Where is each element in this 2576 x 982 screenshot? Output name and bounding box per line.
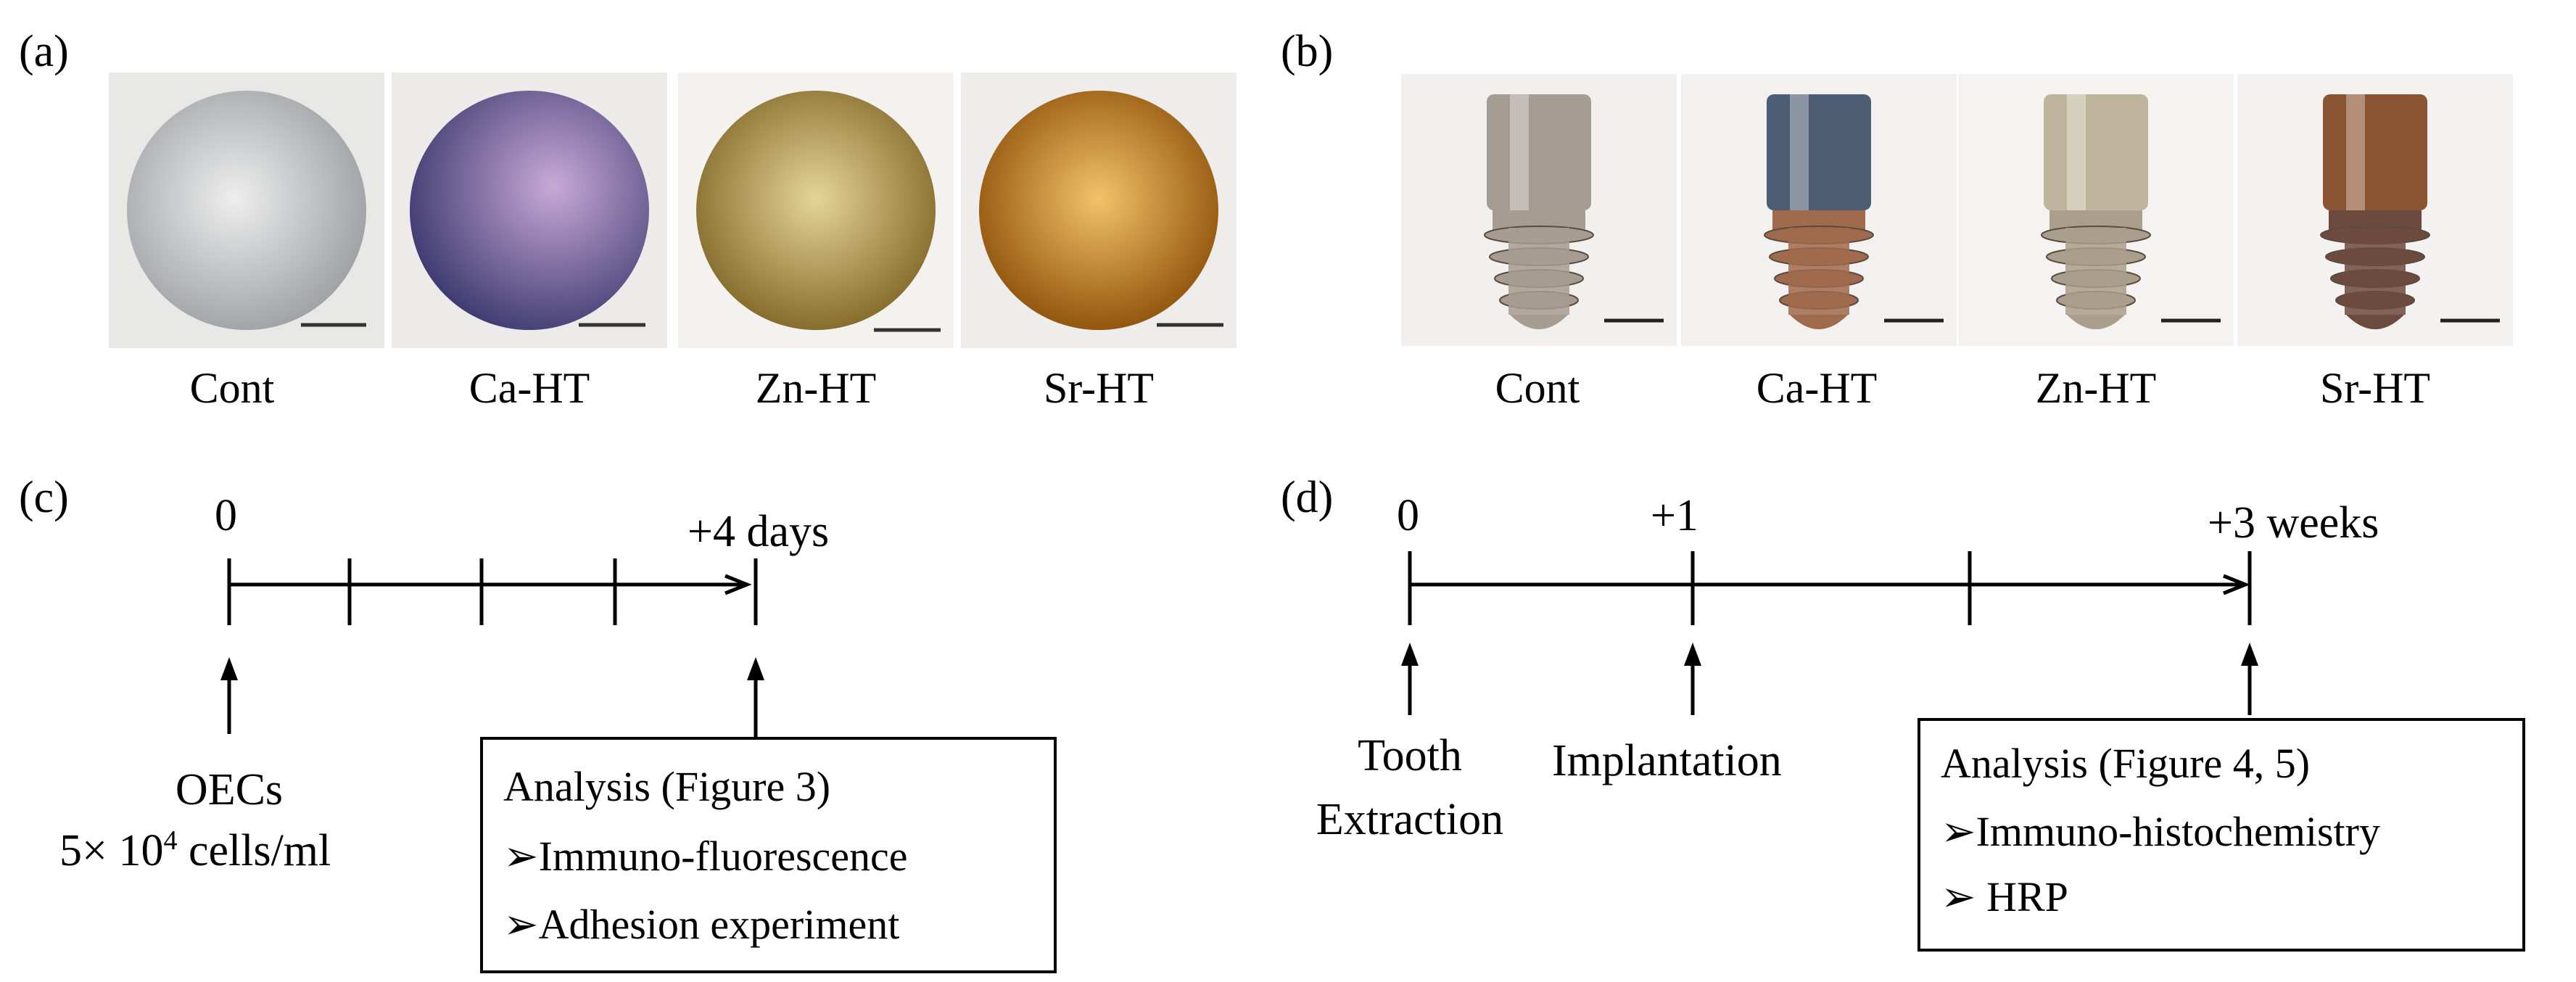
- timeline-c-end-label: +4 days: [688, 507, 830, 556]
- analysis-d-item-1: ➢Immuno-histochemistry: [1941, 808, 2380, 855]
- analysis-c-item-1: ➢Immuno-fluorescence: [503, 833, 908, 880]
- caption-a-zn: Zn-HT: [755, 364, 877, 412]
- timeline-d-end-label: +3 weeks: [2208, 498, 2379, 548]
- implant-core: [2345, 228, 2406, 315]
- caption-a-ca: Ca-HT: [468, 364, 590, 412]
- implant-head-highlight: [2346, 94, 2365, 210]
- timeline-d: [1401, 551, 2258, 715]
- implant-tip: [1790, 315, 1848, 329]
- tooth-extraction-line1: Tooth: [1358, 731, 1462, 780]
- caption-a-cont: Cont: [189, 364, 275, 412]
- implant-head: [1487, 94, 1591, 210]
- timeline-c-start-label: 0: [215, 491, 237, 540]
- implant-head-highlight: [2067, 94, 2086, 210]
- implant-core: [2065, 228, 2126, 315]
- panel-a-label: (a): [19, 27, 69, 76]
- analysis-d-title: Analysis (Figure 4, 5): [1941, 740, 2311, 787]
- implant-core: [1788, 228, 1849, 315]
- tooth-extraction-label: Tooth Extraction: [1265, 724, 1555, 851]
- analysis-box-c: Analysis (Figure 3) ➢Immuno-fluorescence…: [480, 737, 1057, 973]
- disc-sr-image: [979, 91, 1223, 330]
- implant-head: [2044, 94, 2148, 210]
- implant-cont-image: [1484, 94, 1664, 329]
- timeline-c-axis-arrowhead: [724, 574, 752, 595]
- implant-photo-ca: [1681, 74, 1957, 346]
- caption-b-ca: Ca-HT: [1756, 364, 1878, 412]
- implant-head-highlight: [1510, 94, 1529, 210]
- panel-c-label: (c): [19, 473, 69, 522]
- tooth-extraction-line2: Extraction: [1316, 795, 1504, 845]
- implant-core: [1508, 228, 1569, 315]
- oecs-concentration: 5× 104 cells/ml: [59, 825, 331, 875]
- implant-head: [2323, 94, 2427, 210]
- panel-d-label: (d): [1281, 473, 1334, 522]
- disc-photo-sr: [961, 73, 1237, 348]
- implantation-label: Implantation: [1552, 736, 1782, 785]
- oecs-label: OECs: [113, 762, 345, 819]
- arrow-c-end-head: [747, 657, 764, 680]
- arrow-d-mid-head: [1684, 643, 1701, 666]
- disc-photo-zn: [678, 73, 954, 348]
- analysis-box-d: Analysis (Figure 4, 5) ➢Immuno-histochem…: [1917, 718, 2525, 952]
- implant-ca-image: [1764, 94, 1944, 329]
- implant-tip: [2346, 315, 2404, 329]
- caption-a-sr: Sr-HT: [1043, 364, 1155, 412]
- disc-ca-image: [410, 91, 649, 330]
- implant-head: [1767, 94, 1871, 210]
- implant-tip: [2067, 315, 2125, 329]
- disc-cont-image: [127, 91, 366, 330]
- implant-tip: [1510, 315, 1568, 329]
- disc-zn-image: [696, 91, 941, 332]
- disc-photo-ca: [392, 73, 667, 348]
- implant-zn-image: [2041, 94, 2221, 329]
- implant-photo-sr: [2237, 74, 2513, 346]
- analysis-d-item-2: ➢ HRP: [1941, 873, 2068, 920]
- analysis-c-item-2: ➢Adhesion experiment: [503, 901, 900, 948]
- timeline-d-axis-arrowhead: [2223, 574, 2250, 595]
- timeline-c: [220, 558, 764, 737]
- timeline-d-start-label: 0: [1397, 491, 1419, 540]
- implant-sr-image: [2320, 94, 2500, 329]
- analysis-c-title: Analysis (Figure 3): [503, 763, 831, 810]
- panel-b-label: (b): [1281, 27, 1334, 76]
- arrow-d-end-head: [2241, 643, 2258, 666]
- timeline-d-mid-label: +1: [1651, 491, 1698, 540]
- disc-photo-cont: [109, 73, 384, 348]
- arrow-d-start-head: [1401, 643, 1419, 666]
- arrow-c-start-head: [220, 657, 238, 680]
- implant-photo-cont: [1401, 74, 1677, 346]
- implant-photo-zn: [1958, 74, 2234, 346]
- caption-b-sr: Sr-HT: [2319, 364, 2431, 412]
- oecs-label-line1: OECs: [175, 765, 284, 814]
- caption-b-zn: Zn-HT: [2035, 364, 2157, 412]
- caption-b-cont: Cont: [1495, 364, 1580, 412]
- implant-head-highlight: [1790, 94, 1809, 210]
